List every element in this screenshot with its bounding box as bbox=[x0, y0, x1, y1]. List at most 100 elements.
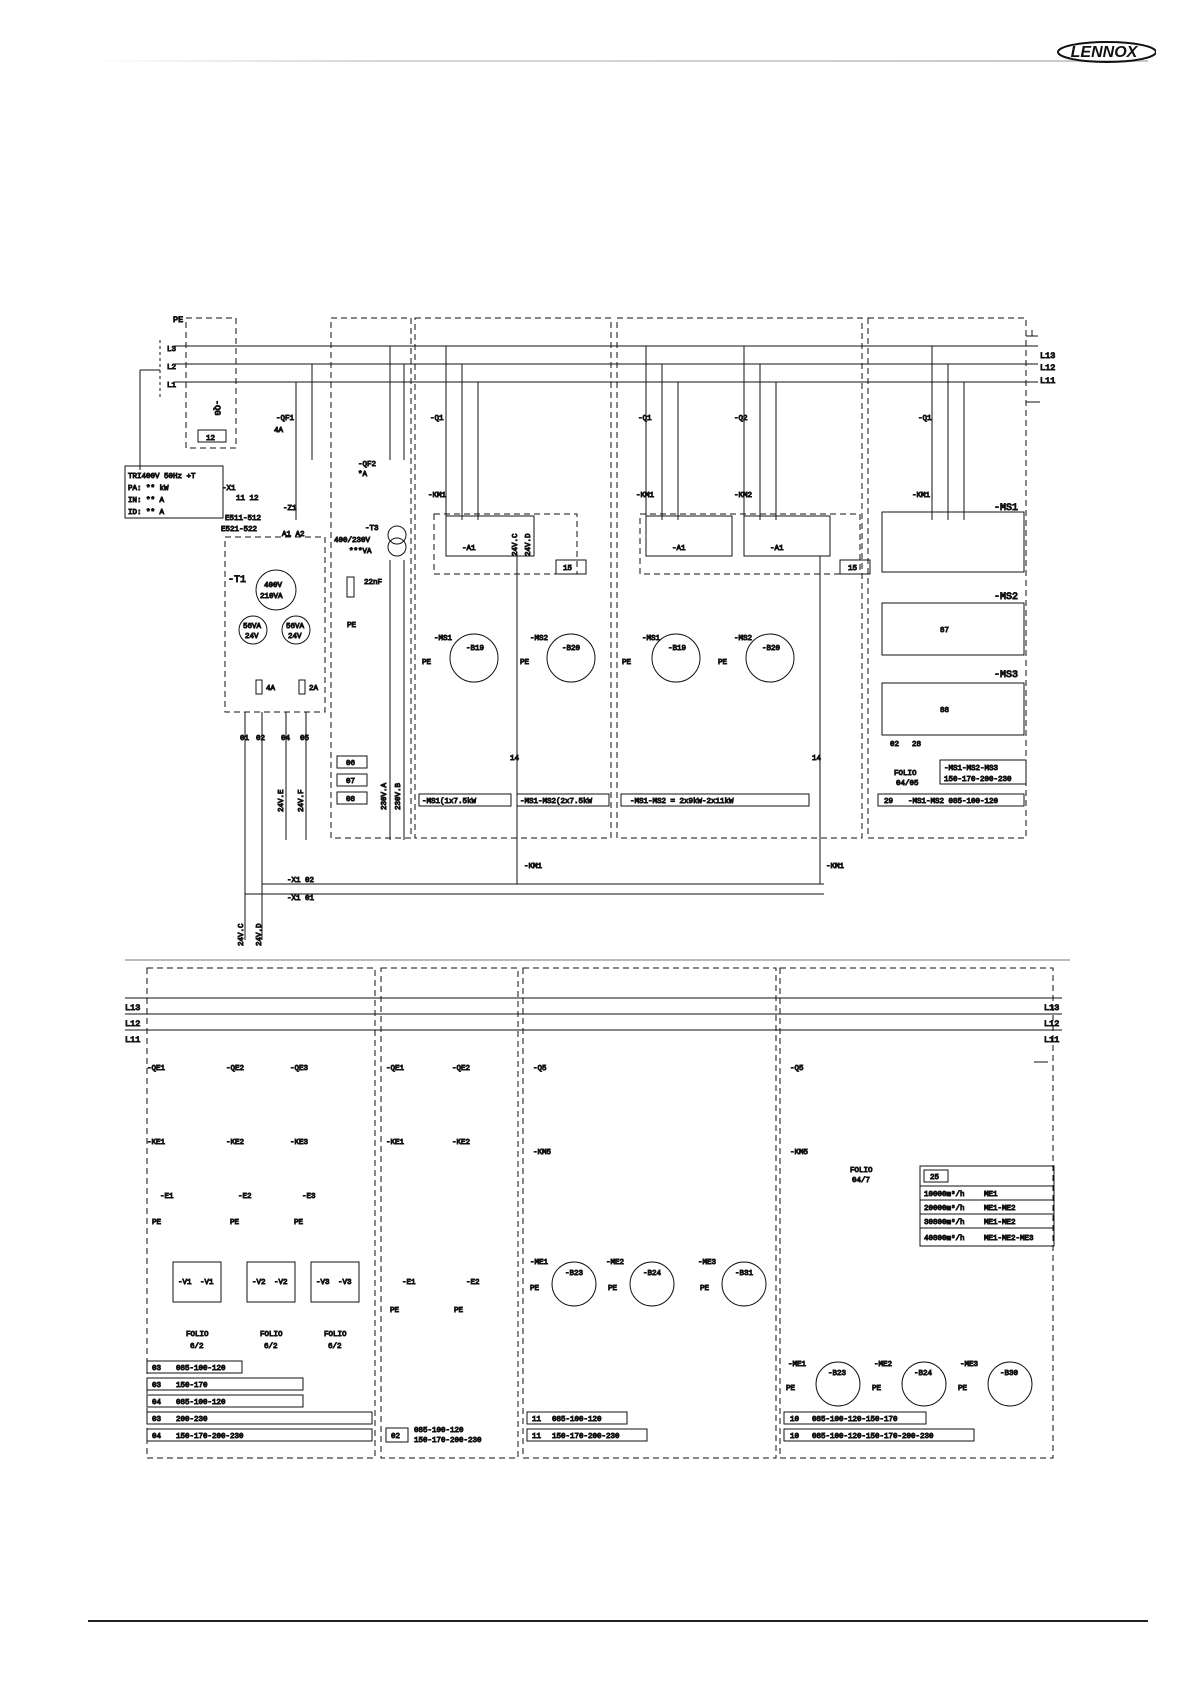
t1-primary-va: 210VA bbox=[260, 593, 283, 601]
heater-group-2: -QE1 -QE2 -KE1 -KE2 -E1 -E2 PE PE 02 085… bbox=[385, 1065, 483, 1446]
e51-label: E511-512 bbox=[225, 515, 261, 523]
x1-01-label: -X1 01 bbox=[287, 895, 315, 903]
fans1-b31: -B31 bbox=[735, 1270, 754, 1278]
motor-b-pe2: PE bbox=[718, 659, 728, 667]
fans1-pe-2: PE bbox=[608, 1285, 618, 1293]
motor-b-a1-1: -A1 bbox=[672, 545, 686, 553]
supply-line-2: PA: ** kW bbox=[128, 485, 169, 493]
bottom-bus-l12-left: L12 bbox=[125, 1019, 140, 1029]
heater-folio-3-num: 6/2 bbox=[328, 1343, 342, 1351]
ref-07: 07 bbox=[346, 778, 355, 786]
t1-sec-b-va: 56VA bbox=[286, 623, 305, 631]
fans2-cap2-ref: 10 bbox=[790, 1433, 800, 1441]
motor-c-ms2: -MS2 bbox=[994, 592, 1018, 603]
term-02: 02 bbox=[256, 735, 265, 743]
main-switch-label: -QG bbox=[212, 400, 222, 415]
motor-c-folio: FOLIO bbox=[894, 770, 917, 778]
fans1-b24: -B24 bbox=[643, 1270, 662, 1278]
v3-b: -V3 bbox=[338, 1279, 352, 1287]
hcap4-ref: 03 bbox=[152, 1416, 162, 1424]
fuse-b-label: 2A bbox=[309, 685, 319, 693]
fans2-me3: -ME3 bbox=[960, 1361, 979, 1369]
fans2-q5: -Q5 bbox=[790, 1065, 804, 1073]
bottom-bus-l11-left: L11 bbox=[125, 1035, 140, 1045]
ref-06: 06 bbox=[346, 760, 356, 768]
fans2-cap2-text: 085-100-120-150-170-200-230 bbox=[812, 1433, 934, 1441]
motor-c-folio-num: 04/05 bbox=[896, 780, 919, 788]
wire-24vc-bottom: 24V.C bbox=[238, 923, 246, 946]
heater-pe-3: PE bbox=[294, 1219, 304, 1227]
motor-a-ms2: -MS2 bbox=[530, 635, 548, 643]
x1-terms: 11 12 bbox=[236, 495, 259, 503]
header-rule bbox=[88, 60, 1148, 62]
motor-b-wire14: 14 bbox=[812, 755, 822, 763]
hcap1-text: 085-100-120 bbox=[176, 1365, 226, 1373]
h2-ref: 02 bbox=[391, 1433, 400, 1441]
bottom-bus-l12-right: L12 bbox=[1044, 1019, 1059, 1029]
v2-a: -V2 bbox=[252, 1279, 266, 1287]
h2-e1: -E1 bbox=[402, 1279, 416, 1287]
hcap4-text: 200-230 bbox=[176, 1416, 208, 1424]
lennox-logo: LENNOX bbox=[1057, 41, 1156, 63]
term-05: 05 bbox=[300, 735, 310, 743]
motor-b-ms2: -MS2 bbox=[734, 635, 752, 643]
t1-label: -T1 bbox=[228, 575, 246, 586]
fans2-pe-2: PE bbox=[872, 1385, 882, 1393]
capacitor-label: 22nF bbox=[364, 579, 382, 587]
bottom-frames bbox=[146, 967, 1054, 1459]
motor-b-q1: -Q1 bbox=[638, 415, 652, 423]
feed-l3: L3 bbox=[167, 346, 177, 354]
feed-l2: L2 bbox=[167, 364, 176, 372]
qf1-rating: 4A bbox=[274, 427, 284, 435]
bus-l11: L11 bbox=[1040, 376, 1055, 386]
fans2-row3-flow: 30800m³/h bbox=[924, 1218, 965, 1227]
v3-a: -V3 bbox=[316, 1279, 330, 1287]
motor-a-pe2: PE bbox=[520, 659, 530, 667]
motor-a-q1: -Q1 bbox=[430, 415, 444, 423]
fan-group-2: -Q5 -KM5 FOLIO 04/7 25 10000m³/h ME1 200… bbox=[783, 1065, 1055, 1442]
h2-e2: -E2 bbox=[466, 1279, 480, 1287]
motor-c-ms3: -MS3 bbox=[994, 670, 1018, 681]
fans1-me3: -ME3 bbox=[698, 1259, 717, 1267]
top-frames bbox=[185, 317, 1027, 839]
top-section: L13 L12 L11 PE L3 L2 L1 -QG 12 TRI400V 5… bbox=[124, 315, 1056, 947]
motor-b-km1-contact: -KM1 bbox=[826, 863, 845, 871]
motor-c-w87: 87 bbox=[940, 627, 949, 635]
motor-a-caption2: -MS1-MS2(2x7.5kW bbox=[520, 798, 593, 806]
wire-230vb: 230V.B bbox=[395, 782, 403, 810]
e3-label: -E3 bbox=[302, 1193, 316, 1201]
qe2-label: -QE2 bbox=[226, 1065, 244, 1073]
motor-a-wire14: 14 bbox=[510, 755, 520, 763]
h2-ke1: -KE1 bbox=[386, 1139, 405, 1147]
motor-b-km2: -KM2 bbox=[734, 492, 752, 500]
fans1-km5: -KM5 bbox=[533, 1149, 552, 1157]
hcap2-text: 150-170 bbox=[176, 1382, 208, 1390]
hcap2-ref: 03 bbox=[152, 1382, 162, 1390]
ref-08: 08 bbox=[346, 796, 355, 804]
fans1-me2: -ME2 bbox=[606, 1259, 624, 1267]
qf2-rating: *A bbox=[358, 471, 368, 479]
heater-folio-1: FOLIO bbox=[186, 1331, 209, 1339]
t1-sec-a-va: 56VA bbox=[243, 623, 262, 631]
fan-group-1: -Q5 -KM5 -ME1 -ME2 -ME3 -B23 -B24 -B31 P… bbox=[526, 1065, 767, 1442]
motor-b-caption: -MS1-MS2 = 2x9kW-2x11kW bbox=[630, 798, 734, 806]
fans2-b23: -B23 bbox=[828, 1370, 847, 1378]
fans1-me1: -ME1 bbox=[530, 1259, 549, 1267]
footer-rule bbox=[88, 1620, 1148, 1622]
a1a2-label: A1 A2 bbox=[282, 531, 305, 539]
motor-c-w28: 28 bbox=[912, 741, 921, 749]
motor-a-km1: -KM1 bbox=[428, 492, 447, 500]
motor-a-24vd: 24V.D bbox=[525, 533, 533, 556]
hcap3-ref: 04 bbox=[152, 1399, 162, 1407]
heater-folio-1-num: 6/2 bbox=[190, 1343, 204, 1351]
e2-label: -E2 bbox=[238, 1193, 252, 1201]
motor-c-ref: 29 bbox=[884, 798, 893, 806]
wire-230va: 230V.A bbox=[381, 782, 389, 810]
motor-c-km1: -KM1 bbox=[912, 492, 931, 500]
x1-label: -X1 bbox=[222, 485, 236, 493]
heater-pe-1: PE bbox=[152, 1219, 162, 1227]
hcap5-text: 150-170-200-230 bbox=[176, 1433, 244, 1441]
h2-caption-2: 150-170-200-230 bbox=[414, 1437, 482, 1445]
motor-a-b20: -B20 bbox=[562, 645, 581, 653]
fans2-km5: -KM5 bbox=[790, 1149, 809, 1157]
